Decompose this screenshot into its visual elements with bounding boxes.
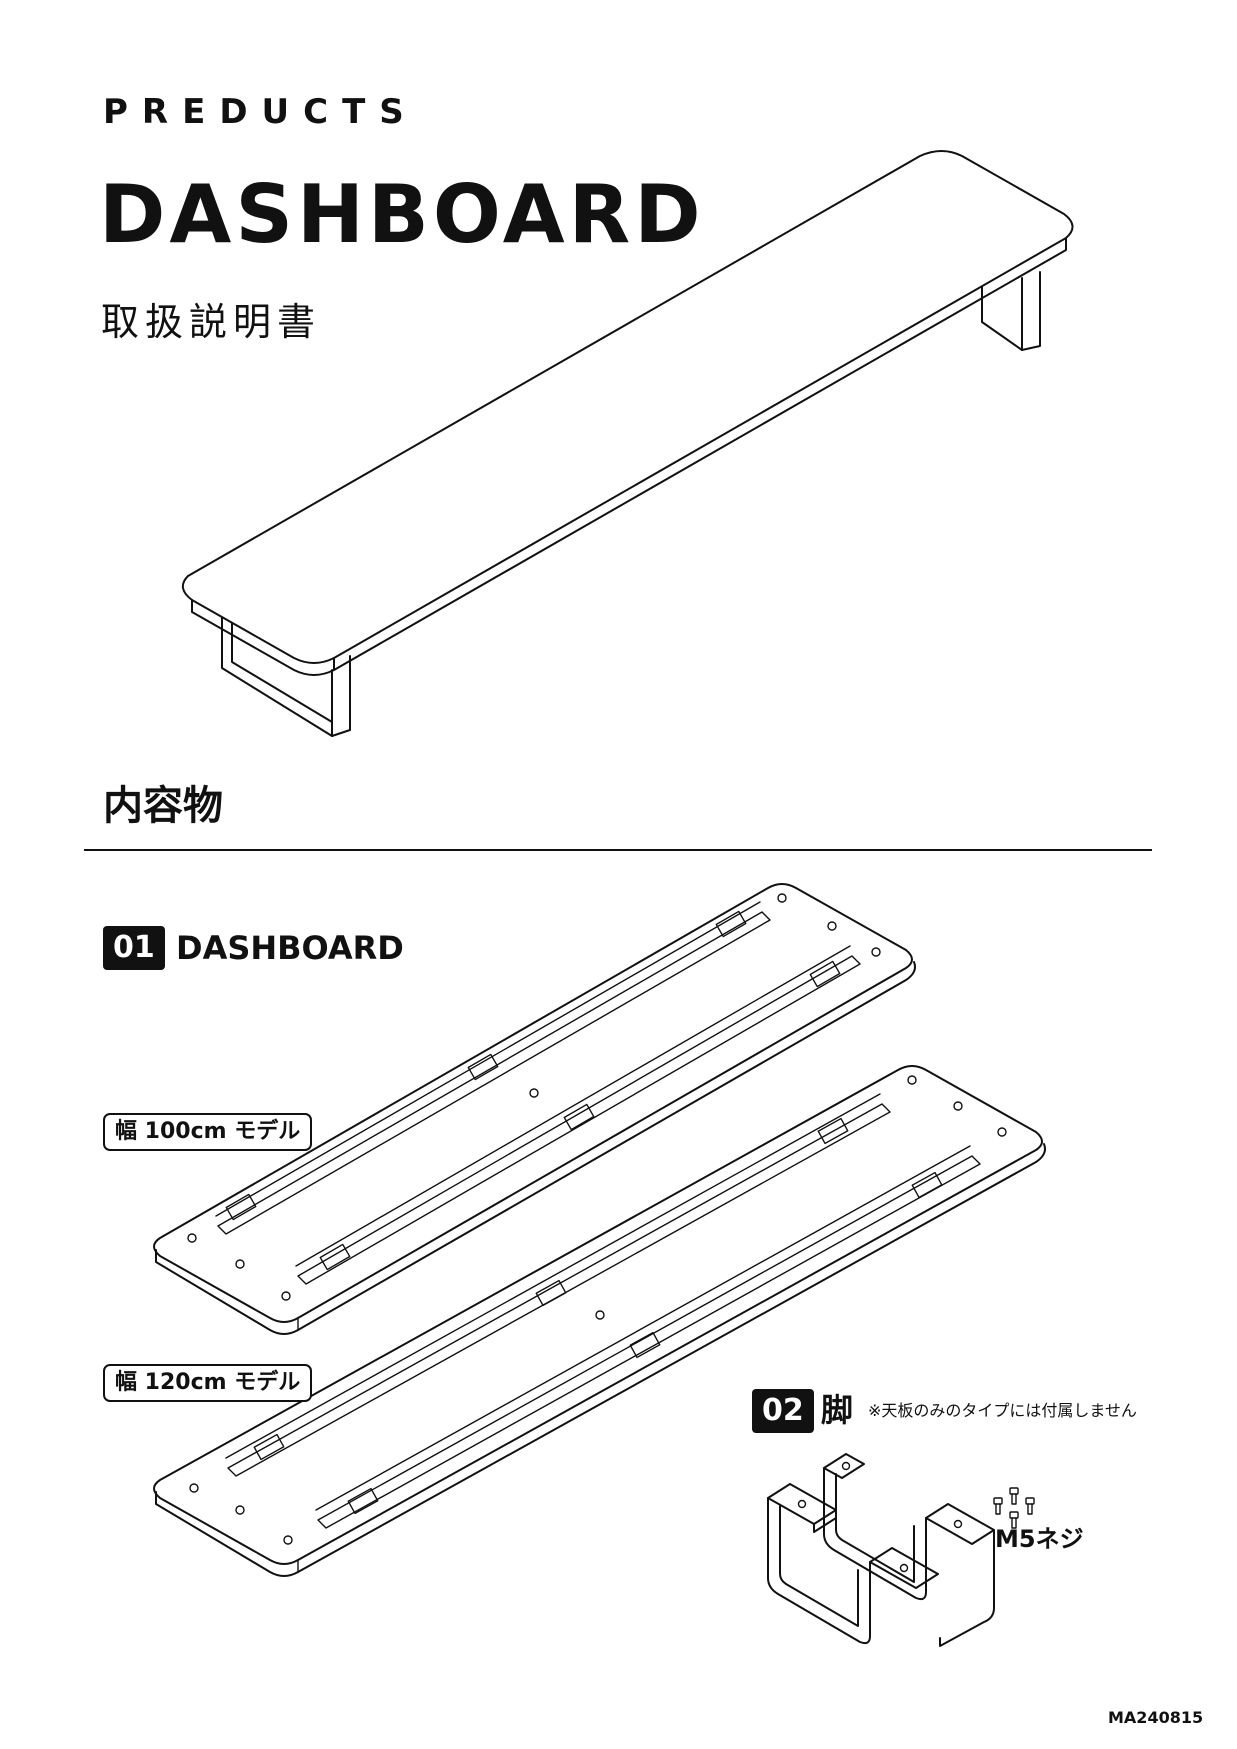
screw [993,1497,1003,1515]
board-100cm-underside [153,883,916,1335]
contents-illustration [153,883,1046,1647]
brand-name: PREDUCTS [103,92,418,132]
m5-screws-illustration [993,1487,1035,1529]
document-code: MA240815 [1108,1708,1204,1727]
item-name-dashboard: DASHBOARD [176,929,404,967]
tabletop [181,150,1074,676]
board-120cm-underside [153,1065,1046,1577]
item-number-badge: 01 [103,926,165,970]
product-title: DASHBOARD [99,168,705,261]
item-note: ※天板のみのタイプには付属しません [868,1401,1137,1420]
item-name-legs: 脚 [821,1391,854,1429]
contents-heading: 内容物 [103,783,223,829]
section-divider [84,849,1152,851]
item-number-badge: 02 [752,1389,814,1433]
model-label-120cm: 幅 120cm モデル [103,1364,313,1402]
screw [1009,1511,1019,1529]
screw [1025,1497,1035,1515]
model-label-100cm: 幅 100cm モデル [103,1113,313,1151]
screw [1009,1487,1019,1505]
document-subtitle: 取扱説明書 [101,300,322,344]
assembled-dashboard-illustration [181,150,1074,737]
screws-label: M5ネジ [995,1525,1084,1553]
back-leg [981,271,1041,351]
legs-illustration [767,1453,995,1647]
